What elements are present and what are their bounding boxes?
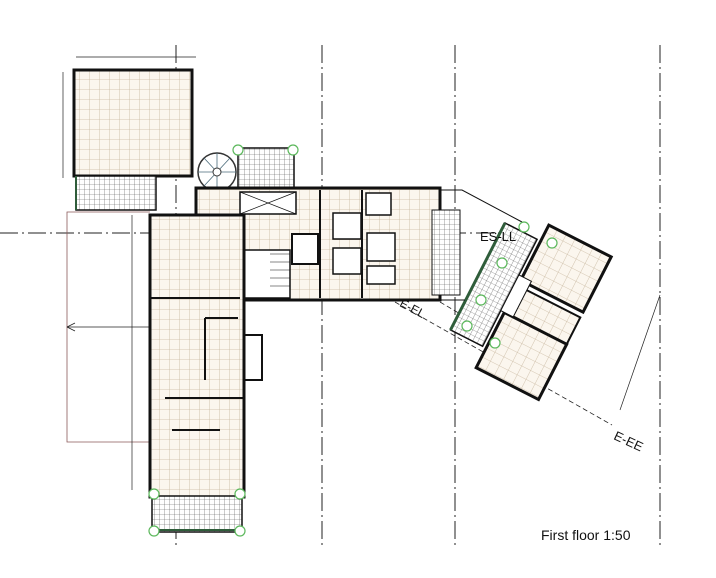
balcony-north-west	[75, 175, 157, 211]
beds	[332, 212, 396, 285]
spiral-staircase	[197, 152, 237, 192]
terrace-north	[237, 147, 295, 191]
section-label-es-ll: ES-LL	[480, 229, 517, 244]
drawing-title: First floor 1:50	[541, 527, 631, 543]
room-north-west	[72, 68, 194, 178]
selection-grips	[148, 144, 558, 537]
dimension-lines	[62, 56, 661, 490]
stair-central	[239, 249, 291, 299]
east-wing	[449, 221, 614, 402]
west-wing	[148, 213, 246, 499]
balcony-south	[151, 495, 243, 533]
